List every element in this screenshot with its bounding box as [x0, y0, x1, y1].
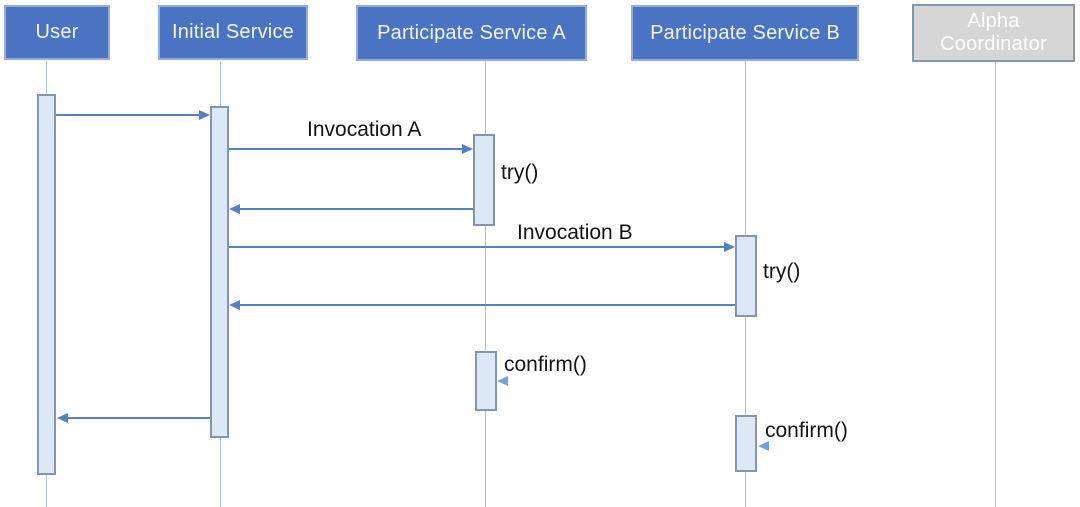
message-confirm-b-label: confirm() — [765, 419, 848, 442]
initial-service-activation — [210, 106, 229, 438]
message-user-request-arrowhead-icon — [199, 110, 210, 120]
message-invocation-a-arrowhead-icon — [462, 144, 473, 154]
participant-alpha-coordinator: Alpha Coordinator — [912, 4, 1075, 62]
message-invocation-a-line — [229, 148, 464, 150]
participant-label: User — [35, 21, 79, 43]
try-a-activation — [473, 134, 495, 226]
try-a-label: try() — [501, 161, 539, 184]
message-return-a-arrowhead-icon — [229, 204, 240, 214]
participant-initial-service: Initial Service — [158, 5, 308, 60]
message-confirm-b-arrowhead-icon — [758, 441, 769, 451]
message-return-to-user-arrowhead-icon — [57, 413, 68, 423]
message-invocation-b-line — [229, 246, 726, 248]
message-return-to-user-line — [66, 417, 210, 419]
lifeline-alpha-coordinator — [995, 61, 996, 507]
participant-user: User — [4, 5, 110, 60]
try-b-activation — [735, 235, 757, 317]
user-activation — [37, 94, 56, 475]
message-user-request-line — [56, 114, 201, 116]
participant-participate-service-a: Participate Service A — [356, 5, 587, 61]
message-return-a-line — [238, 208, 473, 210]
participant-label: Initial Service — [172, 21, 294, 43]
confirm-a-activation — [475, 351, 497, 411]
participant-label: Participate Service B — [650, 21, 840, 44]
lifeline-participate-service-a — [485, 61, 486, 507]
confirm-b-activation — [735, 415, 757, 472]
message-invocation-b-arrowhead-icon — [724, 242, 735, 252]
participant-label: Alpha Coordinator — [940, 10, 1047, 55]
message-return-b-arrowhead-icon — [229, 300, 240, 310]
message-invocation-b-label: Invocation B — [517, 221, 633, 244]
message-confirm-a-label: confirm() — [504, 353, 587, 376]
message-return-b-line — [238, 304, 735, 306]
message-confirm-a-arrowhead-icon — [497, 376, 508, 386]
participant-label: Participate Service A — [377, 21, 566, 44]
participant-participate-service-b: Participate Service B — [631, 5, 859, 61]
message-invocation-a-label: Invocation A — [307, 118, 422, 141]
try-b-label: try() — [763, 260, 801, 283]
